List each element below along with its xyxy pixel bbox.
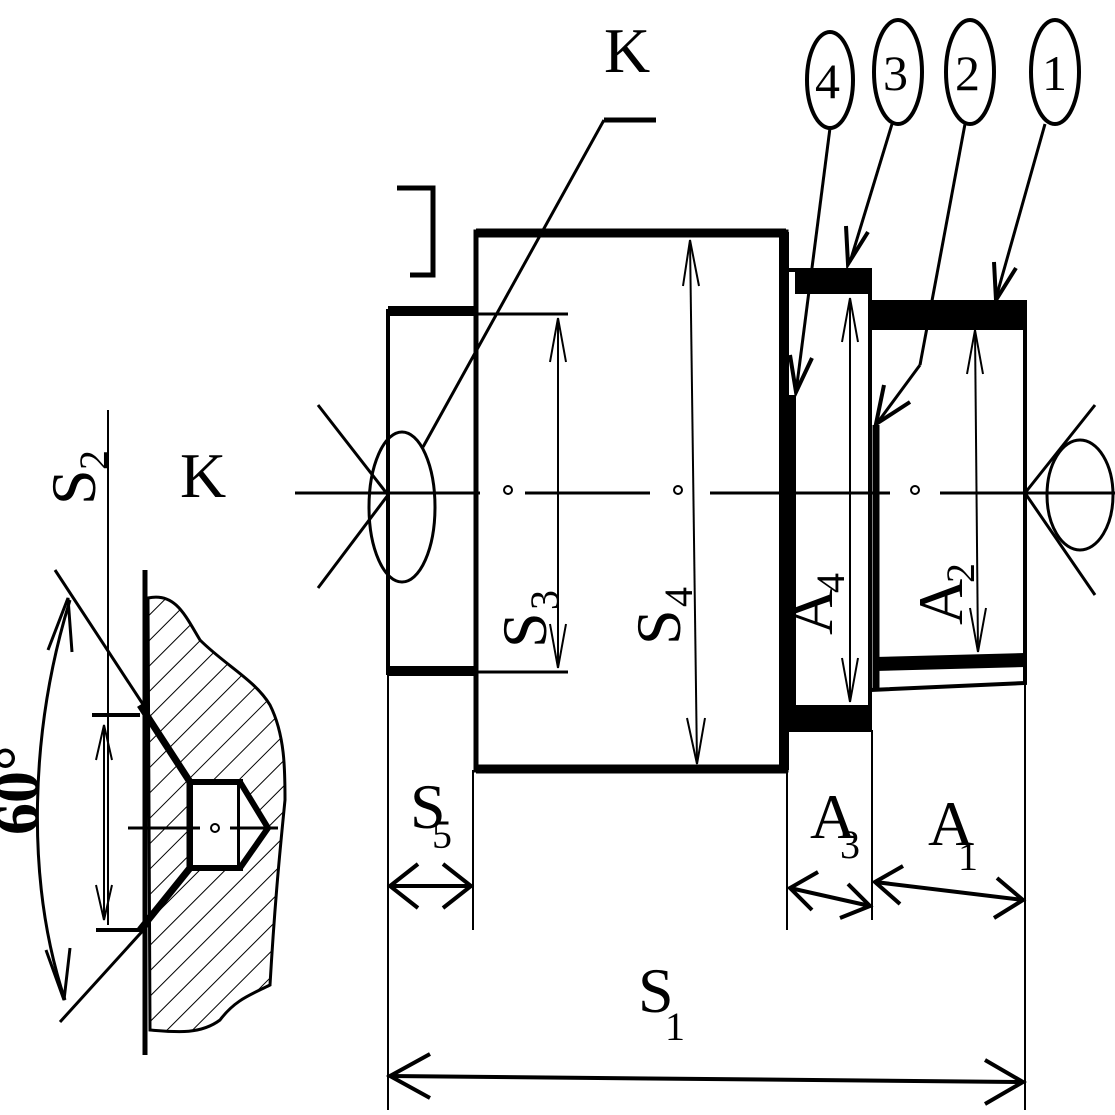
callout-1-label: 1 <box>1042 45 1067 101</box>
s4-dim-line <box>689 239 698 765</box>
angle-arrow-top <box>46 597 74 653</box>
angle-arc <box>35 599 72 1001</box>
cone-line-top <box>53 569 150 713</box>
dim-a2-letter: A <box>905 579 976 625</box>
a1-dim-line <box>874 880 1024 902</box>
callout-2: 2 <box>873 18 996 429</box>
dim-s1-letter: S <box>638 955 674 1026</box>
a3-dim-line <box>789 886 871 908</box>
angle-label: 60° <box>0 745 52 835</box>
center-support-left <box>367 430 437 584</box>
callout-1: 1 <box>992 18 1081 307</box>
datum-marker <box>397 185 436 278</box>
s1-dim-line <box>389 1074 1024 1084</box>
s2-arrow-top <box>95 724 113 761</box>
dim-s1-index: 1 <box>665 1004 685 1049</box>
view-label-k: K <box>604 15 650 86</box>
dim-s5-letter: S <box>410 771 446 842</box>
center-support-right <box>1045 438 1115 552</box>
dim-a1-index: 1 <box>958 834 978 879</box>
axis-dot-1 <box>503 485 513 495</box>
shaft-step-a1 <box>868 300 1027 693</box>
dim-s3-letter: S <box>489 612 560 648</box>
s2-arrow-bottom <box>95 884 113 921</box>
dim-s4-index: 4 <box>656 587 701 607</box>
dim-a3-index: 3 <box>840 822 860 867</box>
dim-s2-letter: S <box>38 469 109 505</box>
dim-s4-letter: S <box>623 609 694 645</box>
axis-dot-2 <box>673 485 683 495</box>
callout-4: 4 <box>788 30 855 399</box>
dim-s5-index: 5 <box>432 812 452 857</box>
callout-3-label: 3 <box>883 45 908 101</box>
cone-line-bottom <box>58 923 150 1024</box>
detail-center-dot <box>210 823 220 833</box>
dim-s3-index: 3 <box>522 590 567 610</box>
dim-a3-letter: A <box>810 781 856 852</box>
dim-a4-index: 4 <box>808 573 853 593</box>
shaft-view: K S 3 S 4 A 4 A 2 <box>295 15 1115 1110</box>
callout-4-label: 4 <box>815 53 840 109</box>
dim-a4-letter: A <box>775 589 846 635</box>
dim-a1-letter: A <box>928 788 974 859</box>
k-leader-line <box>421 119 606 448</box>
dim-s2-index: 2 <box>71 450 116 470</box>
angle-arrow-bottom <box>44 947 72 1001</box>
axis-dot-3 <box>910 485 920 495</box>
callout-3: 3 <box>844 18 924 271</box>
detail-view-k: K S 2 60° <box>0 410 287 1055</box>
detail-label-k: K <box>180 440 226 511</box>
dim-a2-index: 2 <box>938 563 983 583</box>
callout-2-label: 2 <box>955 45 980 101</box>
a2-dim-line <box>974 329 979 653</box>
